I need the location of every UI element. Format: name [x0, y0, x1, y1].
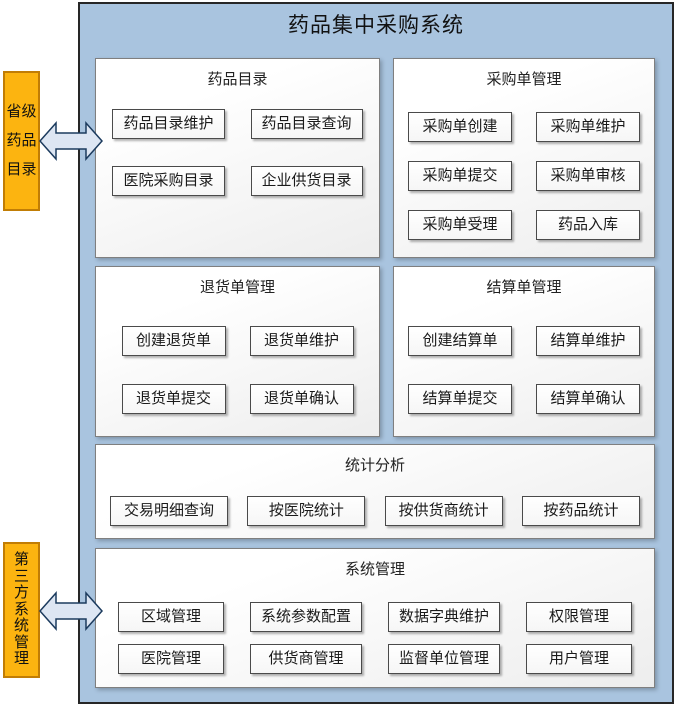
- function-box-row: 交易明细查询 按医院统计 按供货商统计 按药品统计: [96, 496, 654, 526]
- panel-title: 药品目录: [207, 72, 268, 88]
- function-box: 采购单维护: [536, 112, 640, 142]
- function-box: 药品目录维护: [112, 109, 225, 139]
- function-box: 创建退货单: [121, 326, 226, 356]
- external-system-label: 第三方系统管理: [13, 552, 29, 668]
- external-system-provincial-catalog: 省级药品目录: [3, 71, 40, 211]
- function-box: 供货商管理: [249, 644, 362, 674]
- function-box: 权限管理: [525, 602, 632, 632]
- panel-title: 退货单管理: [199, 280, 275, 296]
- function-box: 结算单维护: [536, 326, 640, 356]
- function-box: 按供货商统计: [384, 496, 503, 526]
- function-box: 采购单提交: [408, 161, 512, 191]
- function-box: 数据字典维护: [387, 602, 500, 632]
- panel-drug-catalog: 药品目录 药品目录维护 药品目录查询 医院采购目录 企业供货目录: [95, 58, 380, 258]
- function-box: 企业供货目录: [250, 166, 363, 196]
- function-box: 药品入库: [536, 210, 640, 240]
- function-box: 结算单提交: [408, 384, 512, 414]
- function-box: 创建结算单: [408, 326, 512, 356]
- function-box-grid: 药品目录维护 药品目录查询 医院采购目录 企业供货目录: [112, 109, 363, 196]
- bidirectional-arrow-icon: [39, 591, 103, 631]
- external-system-label: 省级药品目录: [6, 103, 37, 178]
- function-box: 交易明细查询: [110, 496, 228, 526]
- function-box-grid: 创建退货单 退货单维护 退货单提交 退货单确认: [121, 326, 354, 414]
- panel-title: 采购单管理: [486, 72, 562, 88]
- function-box: 医院管理: [118, 644, 224, 674]
- system-diagram-container: 药品集中采购系统 药品目录 药品目录维护 药品目录查询 医院采购目录 企业供货目…: [78, 2, 674, 704]
- function-box-grid: 创建结算单 结算单维护 结算单提交 结算单确认: [408, 326, 640, 414]
- function-box: 按药品统计: [521, 496, 640, 526]
- function-box: 退货单维护: [249, 326, 354, 356]
- function-box: 采购单创建: [408, 112, 512, 142]
- panel-title: 结算单管理: [486, 280, 562, 296]
- panel-title: 系统管理: [344, 562, 405, 578]
- external-system-third-party: 第三方系统管理: [3, 542, 40, 678]
- panel-return-order-management: 退货单管理 创建退货单 退货单维护 退货单提交 退货单确认: [95, 266, 380, 437]
- function-box: 退货单提交: [121, 384, 226, 414]
- function-box: 采购单受理: [408, 210, 512, 240]
- panel-settlement-order-management: 结算单管理 创建结算单 结算单维护 结算单提交 结算单确认: [393, 266, 655, 437]
- function-box: 系统参数配置: [249, 602, 362, 632]
- function-box: 区域管理: [118, 602, 224, 632]
- bidirectional-arrow-icon: [39, 121, 103, 161]
- panel-system-management: 系统管理 区域管理 系统参数配置 数据字典维护 权限管理 医院管理 供货商管理 …: [95, 548, 655, 688]
- function-box-grid: 区域管理 系统参数配置 数据字典维护 权限管理 医院管理 供货商管理 监督单位管…: [96, 602, 654, 674]
- function-box: 医院采购目录: [112, 166, 225, 196]
- function-box: 采购单审核: [536, 161, 640, 191]
- function-box: 按医院统计: [247, 496, 366, 526]
- function-box: 退货单确认: [249, 384, 354, 414]
- function-box: 药品目录查询: [250, 109, 363, 139]
- function-box-grid: 采购单创建 采购单维护 采购单提交 采购单审核 采购单受理 药品入库: [408, 112, 640, 240]
- panel-title: 统计分析: [344, 458, 405, 474]
- diagram-title: 药品集中采购系统: [288, 13, 464, 37]
- panel-statistical-analysis: 统计分析 交易明细查询 按医院统计 按供货商统计 按药品统计: [95, 444, 655, 539]
- function-box: 监督单位管理: [387, 644, 500, 674]
- panel-purchase-order-management: 采购单管理 采购单创建 采购单维护 采购单提交 采购单审核 采购单受理 药品入库: [393, 58, 655, 258]
- function-box: 结算单确认: [536, 384, 640, 414]
- function-box: 用户管理: [525, 644, 632, 674]
